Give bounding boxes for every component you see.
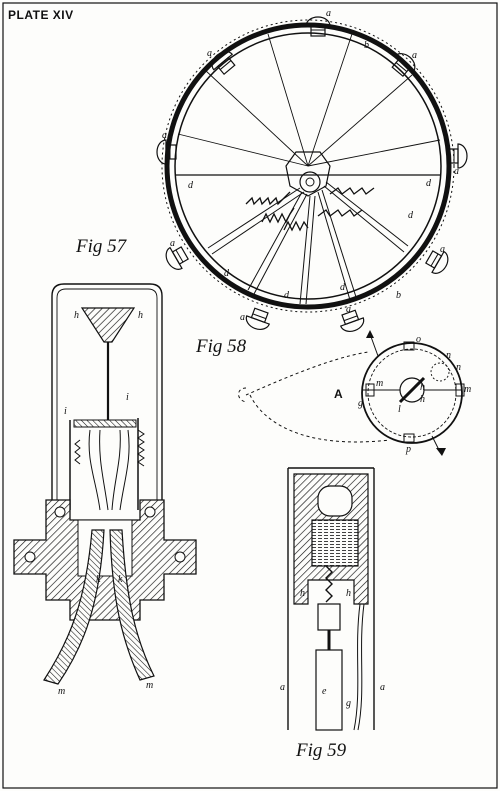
fig58-label-d: d [284,290,290,301]
fig59-spring [325,565,333,603]
fig58-label-d: d [224,268,230,279]
fig57-wires [74,429,145,511]
fig58-label-a: a [170,238,175,249]
fig57-bulb-outer [51,283,163,510]
fig58-hub-center [299,171,321,193]
detail-a-label-g: g [358,398,363,409]
fig58-label-a: a [412,50,417,61]
fig59-label-a: a [280,682,285,693]
fig57-label-m: m [146,680,153,691]
fig57-label-i: i [64,406,67,417]
fig58-label-a: a [346,304,351,315]
detail-a-drawing: A o m m n n g h h l p [238,330,471,456]
fig58-label-b: b [396,290,401,301]
fig57-cable-right [109,529,155,681]
fig57-label-h: h [138,310,143,321]
fig57-label-i: i [126,392,129,403]
detail-a-label-h: h [420,394,425,405]
fig58-label-d: d [426,178,432,189]
fig58-hub-pin [305,177,315,187]
fig59-label-e: e [322,686,327,697]
fig58-knurled-edge [161,19,455,313]
detail-a-connector [238,351,369,403]
fig58-outer-ring [164,22,452,310]
fig59-label-h: h [346,588,351,599]
fig59-label-h: h [300,588,305,599]
fig57-bulb-inner [56,288,158,510]
fig57-cable-left [43,529,105,685]
fig58-inner-ring [174,32,442,300]
fig58-drawing: a a a a a a a a a b b d d d d d d [156,8,468,332]
fig59-rod [315,649,343,731]
fig58-label-b: b [364,40,369,51]
fig58-label-d: d [340,282,346,293]
fig57-funnel [80,307,136,343]
fig59-label-a: a [380,682,385,693]
detail-a-label-n: n [446,350,451,361]
detail-a-label-o: o [416,334,421,345]
fig59-label-g: g [346,698,351,709]
fig58-caption: Fig 58 [196,336,247,357]
fig58-label-d: d [408,210,414,221]
plate-title: PLATE XIV [8,8,74,22]
fig58-label-a: a [240,312,245,323]
detail-a-label-p: p [405,444,411,455]
fig57-label-k: k [96,574,101,585]
detail-a-ring [361,342,463,444]
fig58-label-a: a [162,130,167,141]
detail-a-label-l: l [398,404,401,415]
fig59-caption: Fig 59 [296,740,347,761]
fig58-springs [245,187,375,232]
fig57-label-k: k [118,574,123,585]
fig57-drawing: h h i i k k m m [13,283,197,697]
detail-a-label-m: m [376,378,383,389]
fig58-hub [285,151,331,197]
detail-a-letter: A [334,387,343,401]
fig59-drawing: a a e g h h [280,467,385,731]
fig57-label-h: h [74,310,79,321]
fig57-caption: Fig 57 [76,236,127,257]
detail-a-label-h: h [420,382,425,393]
fig58-lamp-sockets [156,16,468,332]
fig58-label-a: a [207,48,212,59]
fig58-label-a: a [326,8,331,19]
fig58-label-a: a [440,244,445,255]
detail-a-label-m: m [464,384,471,395]
fig59-liquid [311,519,359,567]
fig57-label-m: m [58,686,65,697]
fig58-radial-lines [177,33,441,167]
fig59-ball [317,485,353,517]
detail-a-label-n: n [456,362,461,373]
fig58-label-a: a [454,166,459,177]
detail-a-inner-dashed [367,348,457,438]
fig57-crossbar [73,419,137,428]
fig58-label-d: d [188,180,194,191]
